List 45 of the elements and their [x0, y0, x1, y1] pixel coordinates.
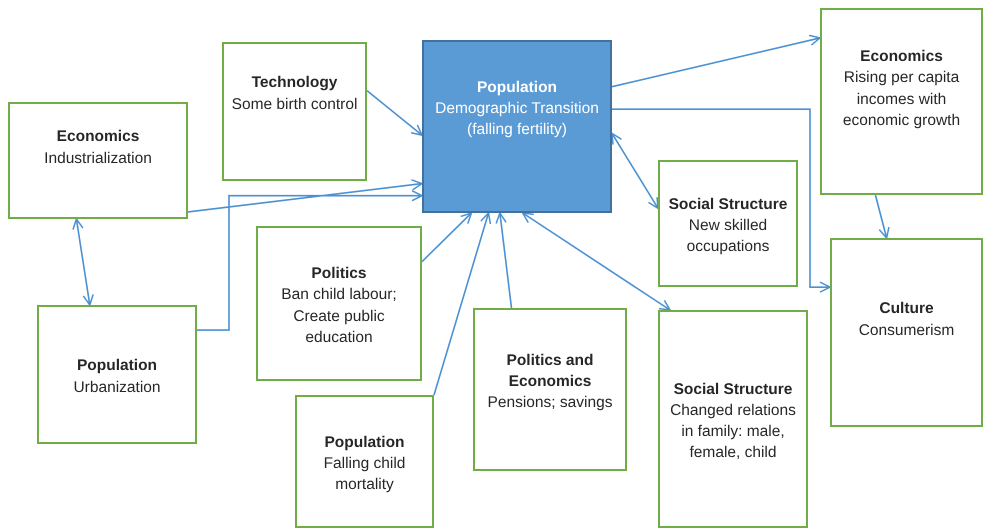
arrow [522, 212, 671, 311]
box-heading: Politics [311, 264, 367, 284]
topic-box [830, 238, 983, 427]
arrow [612, 108, 831, 293]
topic-box [658, 310, 808, 528]
topic-box [37, 305, 197, 444]
topic-box [8, 102, 188, 219]
arrow [611, 132, 659, 209]
topic-box [820, 8, 983, 195]
box-text: Some birth control [232, 94, 358, 114]
box-heading: Social Structure [674, 380, 792, 400]
arrow [433, 212, 492, 396]
box-heading: Social Structure [668, 194, 788, 215]
box-heading: Culture [879, 299, 934, 320]
arrow [188, 179, 423, 213]
box-heading: Population [324, 432, 405, 453]
box-text: Urbanization [73, 378, 161, 398]
box-text: Falling child mortality [322, 454, 406, 496]
box-text: Ban child labour; Create public education [280, 285, 398, 348]
box-heading: Politics and Economics [506, 350, 594, 392]
box-text: Demographic Transition (falling fertility) [434, 98, 600, 140]
box-heading: Population [476, 78, 558, 98]
box-text: Changed relations in family: male, female, child [669, 400, 797, 464]
box-text: Rising per capita incomes with economic growth [842, 68, 962, 131]
arrow [874, 194, 890, 239]
box-heading: Economics [860, 47, 943, 68]
arrow [366, 90, 423, 136]
box-heading: Population [76, 356, 158, 376]
arrow [612, 34, 821, 88]
topic-box [473, 308, 627, 471]
arrow [197, 190, 423, 331]
focus-box [422, 40, 612, 213]
arrow [421, 212, 472, 262]
topic-box [658, 160, 798, 287]
topic-box [295, 395, 434, 528]
topic-box [256, 226, 422, 381]
topic-box [222, 42, 367, 181]
box-heading: Technology [252, 73, 338, 94]
box-text: New skilled occupations [686, 216, 770, 258]
box-heading: Economics [56, 127, 140, 148]
arrow [72, 218, 94, 306]
arrow [495, 212, 512, 308]
box-text: Pensions; savings [488, 393, 612, 414]
box-text: Consumerism [858, 320, 954, 340]
box-text: Industrialization [44, 148, 152, 168]
